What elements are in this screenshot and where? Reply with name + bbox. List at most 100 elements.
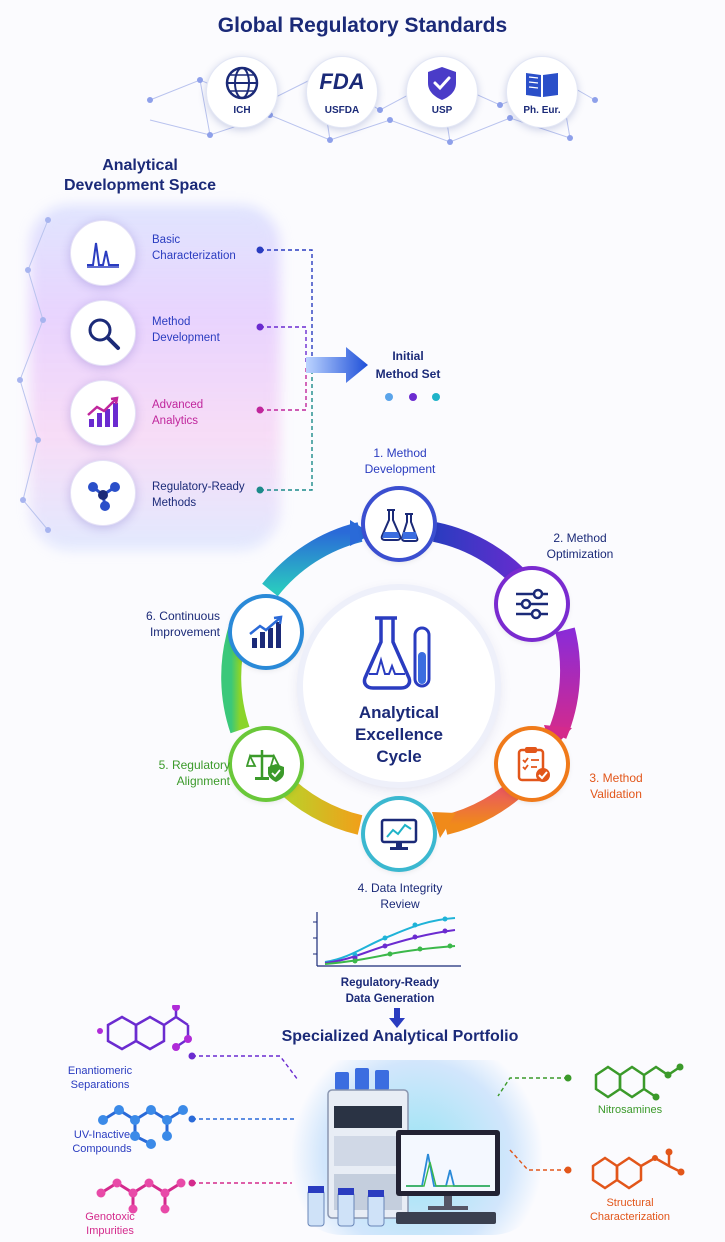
cycle-center-line3: Cycle bbox=[376, 747, 422, 766]
standard-label: USP bbox=[431, 105, 453, 116]
magnifier-icon bbox=[88, 318, 120, 350]
monitor-chart-icon bbox=[380, 818, 418, 850]
cycle-label-line2: Optimization bbox=[546, 547, 614, 561]
dev-label-line1: Method bbox=[152, 316, 191, 328]
flask-icon bbox=[362, 616, 431, 690]
cycle-step-method-optimization bbox=[498, 570, 566, 638]
development-heading-line1: Analytical bbox=[102, 157, 178, 174]
initial-method-set: Initial Method Set bbox=[368, 347, 448, 383]
bar-growth-icon bbox=[249, 615, 283, 648]
portfolio-label-line1: UV-Inactive bbox=[73, 1129, 131, 1141]
globe-icon bbox=[225, 66, 259, 100]
cycle-label-2: 2. Method Optimization bbox=[530, 530, 630, 562]
portfolio-genotoxic: Genotoxic Impurities bbox=[60, 1210, 160, 1238]
cycle-step-continuous-improvement bbox=[232, 598, 300, 666]
dev-label-line2: Development bbox=[152, 332, 220, 344]
data-generation-line1: Regulatory-Ready bbox=[340, 977, 440, 989]
network-decoration bbox=[17, 217, 51, 533]
clipboard-check-icon bbox=[517, 747, 550, 782]
standard-ich: ICH bbox=[206, 56, 278, 128]
cycle-label-line2: Development bbox=[364, 462, 436, 476]
standard-ph-eur: Ph. Eur. bbox=[506, 56, 578, 128]
cycle-center-line2: Excellence bbox=[355, 725, 443, 744]
enantiomer-molecule-icon bbox=[97, 1005, 192, 1051]
cycle-step-method-validation bbox=[498, 730, 566, 798]
dev-label-method-development: Method Development bbox=[152, 314, 262, 346]
standard-usp: USP bbox=[406, 56, 478, 128]
portfolio-label-line1: Genotoxic bbox=[85, 1211, 135, 1223]
development-heading-line2: Development Space bbox=[63, 177, 217, 194]
cycle-center: Analytical Excellence Cycle bbox=[303, 590, 495, 782]
portfolio-label-line2: Characterization bbox=[589, 1211, 671, 1223]
portfolio-enantiomeric: Enantiomeric Separations bbox=[50, 1064, 150, 1092]
dev-label-advanced-analytics: Advanced Analytics bbox=[152, 397, 262, 429]
cycle-label-line2: Validation bbox=[590, 787, 642, 801]
dev-label-regulatory-ready: Regulatory-Ready Methods bbox=[152, 479, 262, 511]
arrow-down-icon bbox=[389, 1008, 405, 1028]
shield-check-icon bbox=[428, 67, 456, 100]
dev-item-advanced-analytics bbox=[70, 380, 136, 446]
cycle-step-data-integrity bbox=[365, 800, 433, 868]
hplc-instrument-icon bbox=[307, 1068, 500, 1227]
portfolio-label-line1: Structural bbox=[606, 1197, 654, 1209]
data-generation-chart bbox=[313, 912, 461, 967]
portfolio-label-line2: Compounds bbox=[72, 1143, 132, 1155]
cycle-label-line1: 6. Continuous bbox=[145, 609, 220, 623]
nitrosamine-molecule-icon bbox=[594, 1063, 684, 1101]
cycle-label-line1: 4. Data Integrity bbox=[357, 881, 443, 895]
cycle-label-3: 3. Method Validation bbox=[576, 770, 656, 802]
portfolio-label-line2: Separations bbox=[70, 1079, 130, 1091]
cycle-label-line2: Review bbox=[380, 897, 420, 911]
dev-label-basic-characterization: Basic Characterization bbox=[152, 232, 262, 264]
portfolio-label-line1: Nitrosamines bbox=[597, 1104, 663, 1116]
standard-label: Ph. Eur. bbox=[523, 105, 561, 116]
standard-usfda: FDA USFDA bbox=[306, 56, 378, 128]
output-line2: Method Set bbox=[375, 367, 441, 381]
growth-chart-icon bbox=[87, 396, 119, 427]
data-generation-line2: Data Generation bbox=[345, 993, 435, 1005]
output-line1: Initial bbox=[392, 349, 424, 363]
cycle-label-line1: 5. Regulatory bbox=[158, 758, 230, 772]
dev-item-regulatory-ready bbox=[70, 460, 136, 526]
cycle-label-4: 4. Data Integrity Review bbox=[340, 880, 460, 912]
portfolio-label-line2: Impurities bbox=[86, 1225, 134, 1237]
cycle-label-line1: 3. Method bbox=[589, 771, 643, 785]
cycle-center-title: Analytical Excellence Cycle bbox=[303, 702, 495, 768]
dev-item-basic-characterization bbox=[70, 220, 136, 286]
portfolio-connectors bbox=[188, 1052, 572, 1187]
dev-label-line1: Advanced bbox=[152, 399, 204, 411]
genotoxic-molecule-icon bbox=[96, 1178, 186, 1214]
chromatogram-icon bbox=[87, 242, 119, 268]
progress-dots bbox=[385, 393, 440, 401]
cycle-center-line1: Analytical bbox=[358, 703, 440, 722]
dev-label-line1: Basic bbox=[152, 234, 181, 246]
portfolio-uv-inactive: UV-Inactive Compounds bbox=[52, 1128, 152, 1156]
cycle-label-line2: Improvement bbox=[149, 625, 220, 639]
standard-label: USFDA bbox=[324, 105, 360, 116]
cycle-label-line2: Alignment bbox=[176, 774, 230, 788]
cycle-step-method-development bbox=[365, 490, 433, 558]
book-icon bbox=[526, 73, 558, 97]
connector-lines bbox=[256, 246, 313, 494]
dev-label-line2: Analytics bbox=[152, 415, 199, 427]
cycle-label-line1: 1. Method bbox=[373, 446, 427, 460]
scales-shield-icon bbox=[246, 750, 284, 782]
structural-molecule-icon bbox=[591, 1148, 685, 1190]
uv-inactive-molecule-icon bbox=[98, 1105, 188, 1149]
fda-logo: FDA bbox=[319, 69, 365, 94]
portfolio-heading: Specialized Analytical Portfolio bbox=[281, 1028, 519, 1045]
cycle-label-5: 5. Regulatory Alignment bbox=[130, 757, 230, 789]
dev-item-method-development bbox=[70, 300, 136, 366]
dev-label-line2: Methods bbox=[152, 497, 197, 509]
data-generation-label: Regulatory-Ready Data Generation bbox=[320, 975, 460, 1007]
development-heading: Analytical Development Space bbox=[40, 156, 240, 196]
cycle-label-line1: 2. Method bbox=[553, 531, 607, 545]
portfolio-structural: Structural Characterization bbox=[570, 1196, 690, 1224]
standard-label: ICH bbox=[233, 105, 251, 116]
cycle-label-6: 6. Continuous Improvement bbox=[110, 608, 220, 640]
sliders-icon bbox=[516, 588, 548, 620]
dev-label-line2: Characterization bbox=[152, 250, 236, 262]
cycle-label-1: 1. Method Development bbox=[350, 445, 450, 477]
arrow-right-icon bbox=[306, 347, 368, 383]
flasks-icon bbox=[380, 509, 419, 542]
